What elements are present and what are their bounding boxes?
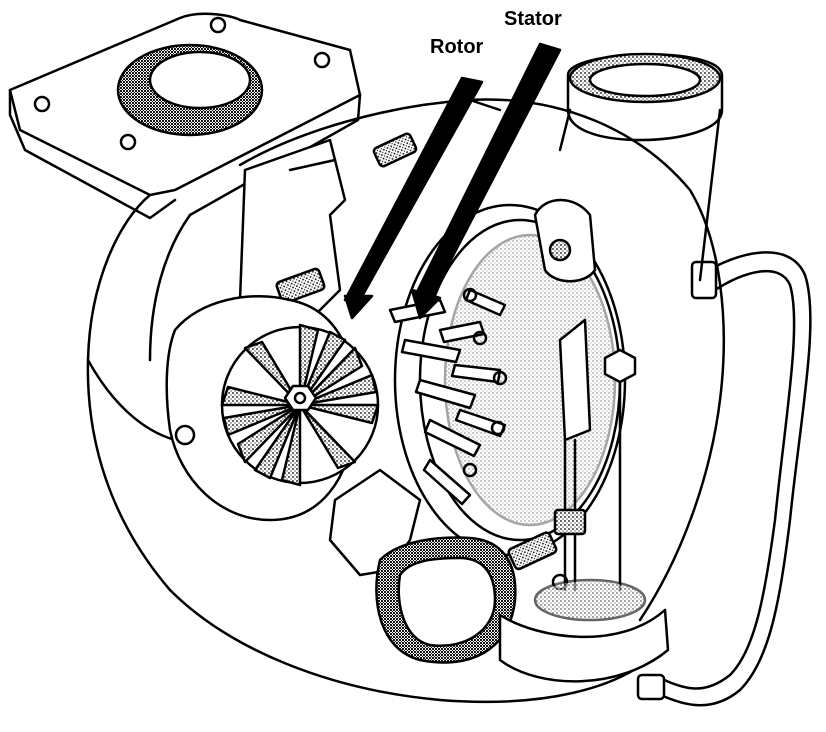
stud-bolt-left — [275, 267, 326, 304]
stud-bolt-top — [372, 132, 418, 168]
stator-label: Stator — [504, 8, 562, 30]
hex-nut — [283, 384, 318, 412]
actuator-linkage — [551, 318, 637, 592]
rotor-pointer-arrow — [343, 76, 484, 302]
stator-vanes — [388, 287, 508, 506]
oil-pipe — [648, 251, 812, 707]
turbine-rotor — [220, 323, 380, 487]
rotor-label: Rotor — [430, 36, 484, 58]
stud-bolt-lower-right — [507, 531, 558, 571]
turbine-housing — [86, 193, 662, 704]
